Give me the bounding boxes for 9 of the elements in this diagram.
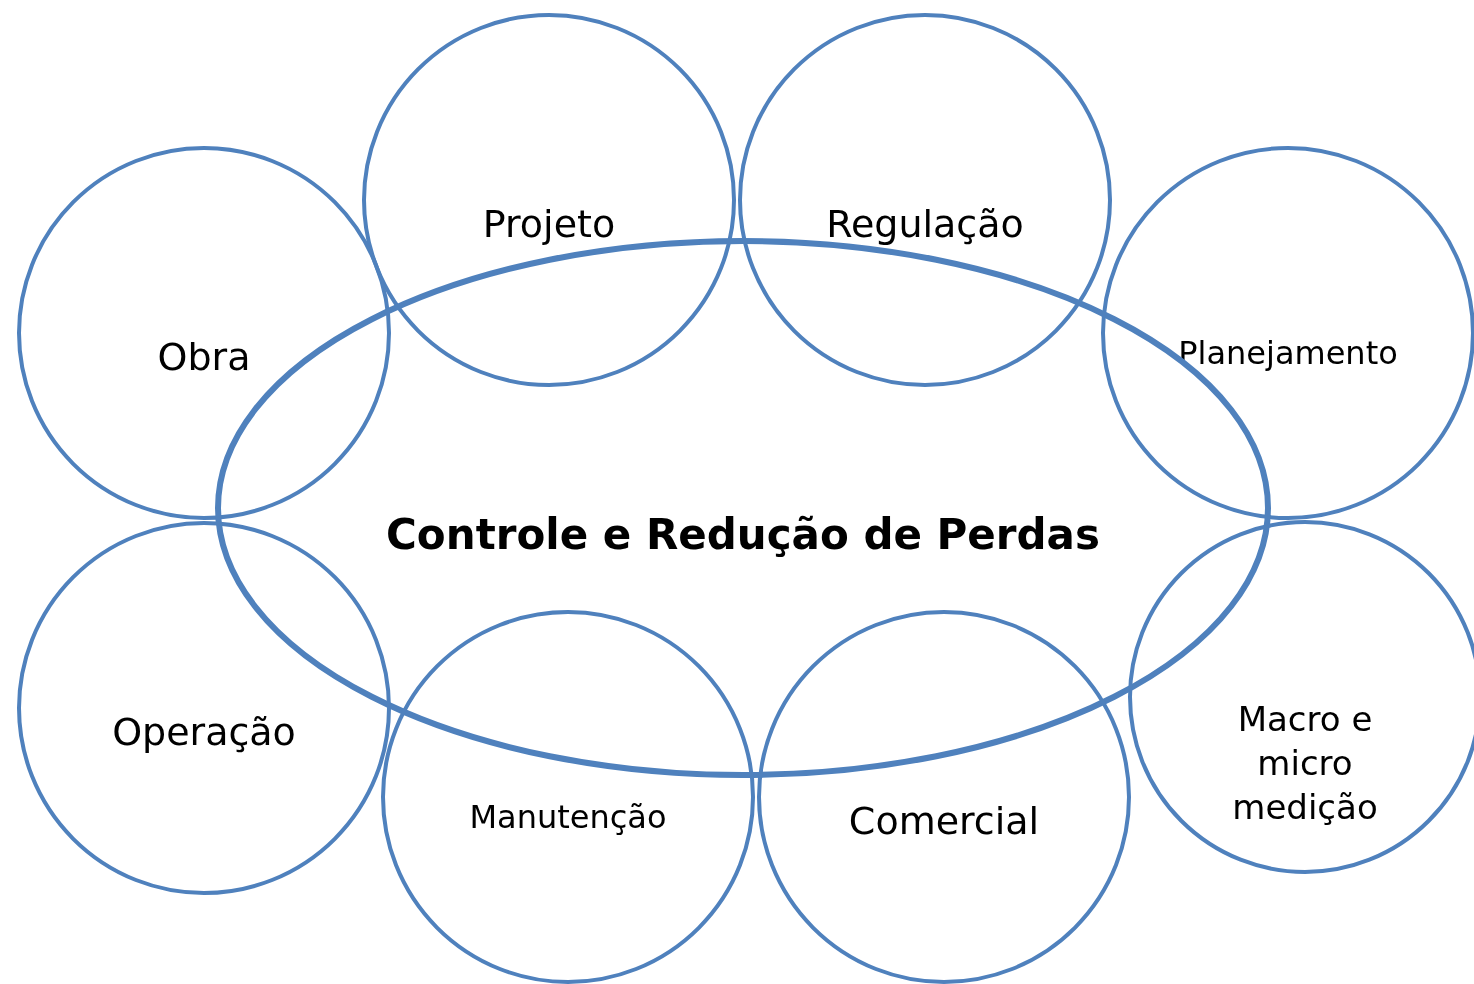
center-title: Controle e Redução de Perdas xyxy=(385,509,1101,561)
circle-label: Macro e micro medição xyxy=(1231,698,1379,830)
circle-label: Regulação xyxy=(825,201,1025,248)
circle-label: Planejamento xyxy=(1177,333,1399,374)
circle-label: Manutenção xyxy=(468,797,668,838)
circle-label: Comercial xyxy=(847,798,1041,845)
circle-label: Obra xyxy=(156,334,252,381)
circle-label: Projeto xyxy=(481,201,617,248)
circle-label: Operação xyxy=(111,709,297,756)
